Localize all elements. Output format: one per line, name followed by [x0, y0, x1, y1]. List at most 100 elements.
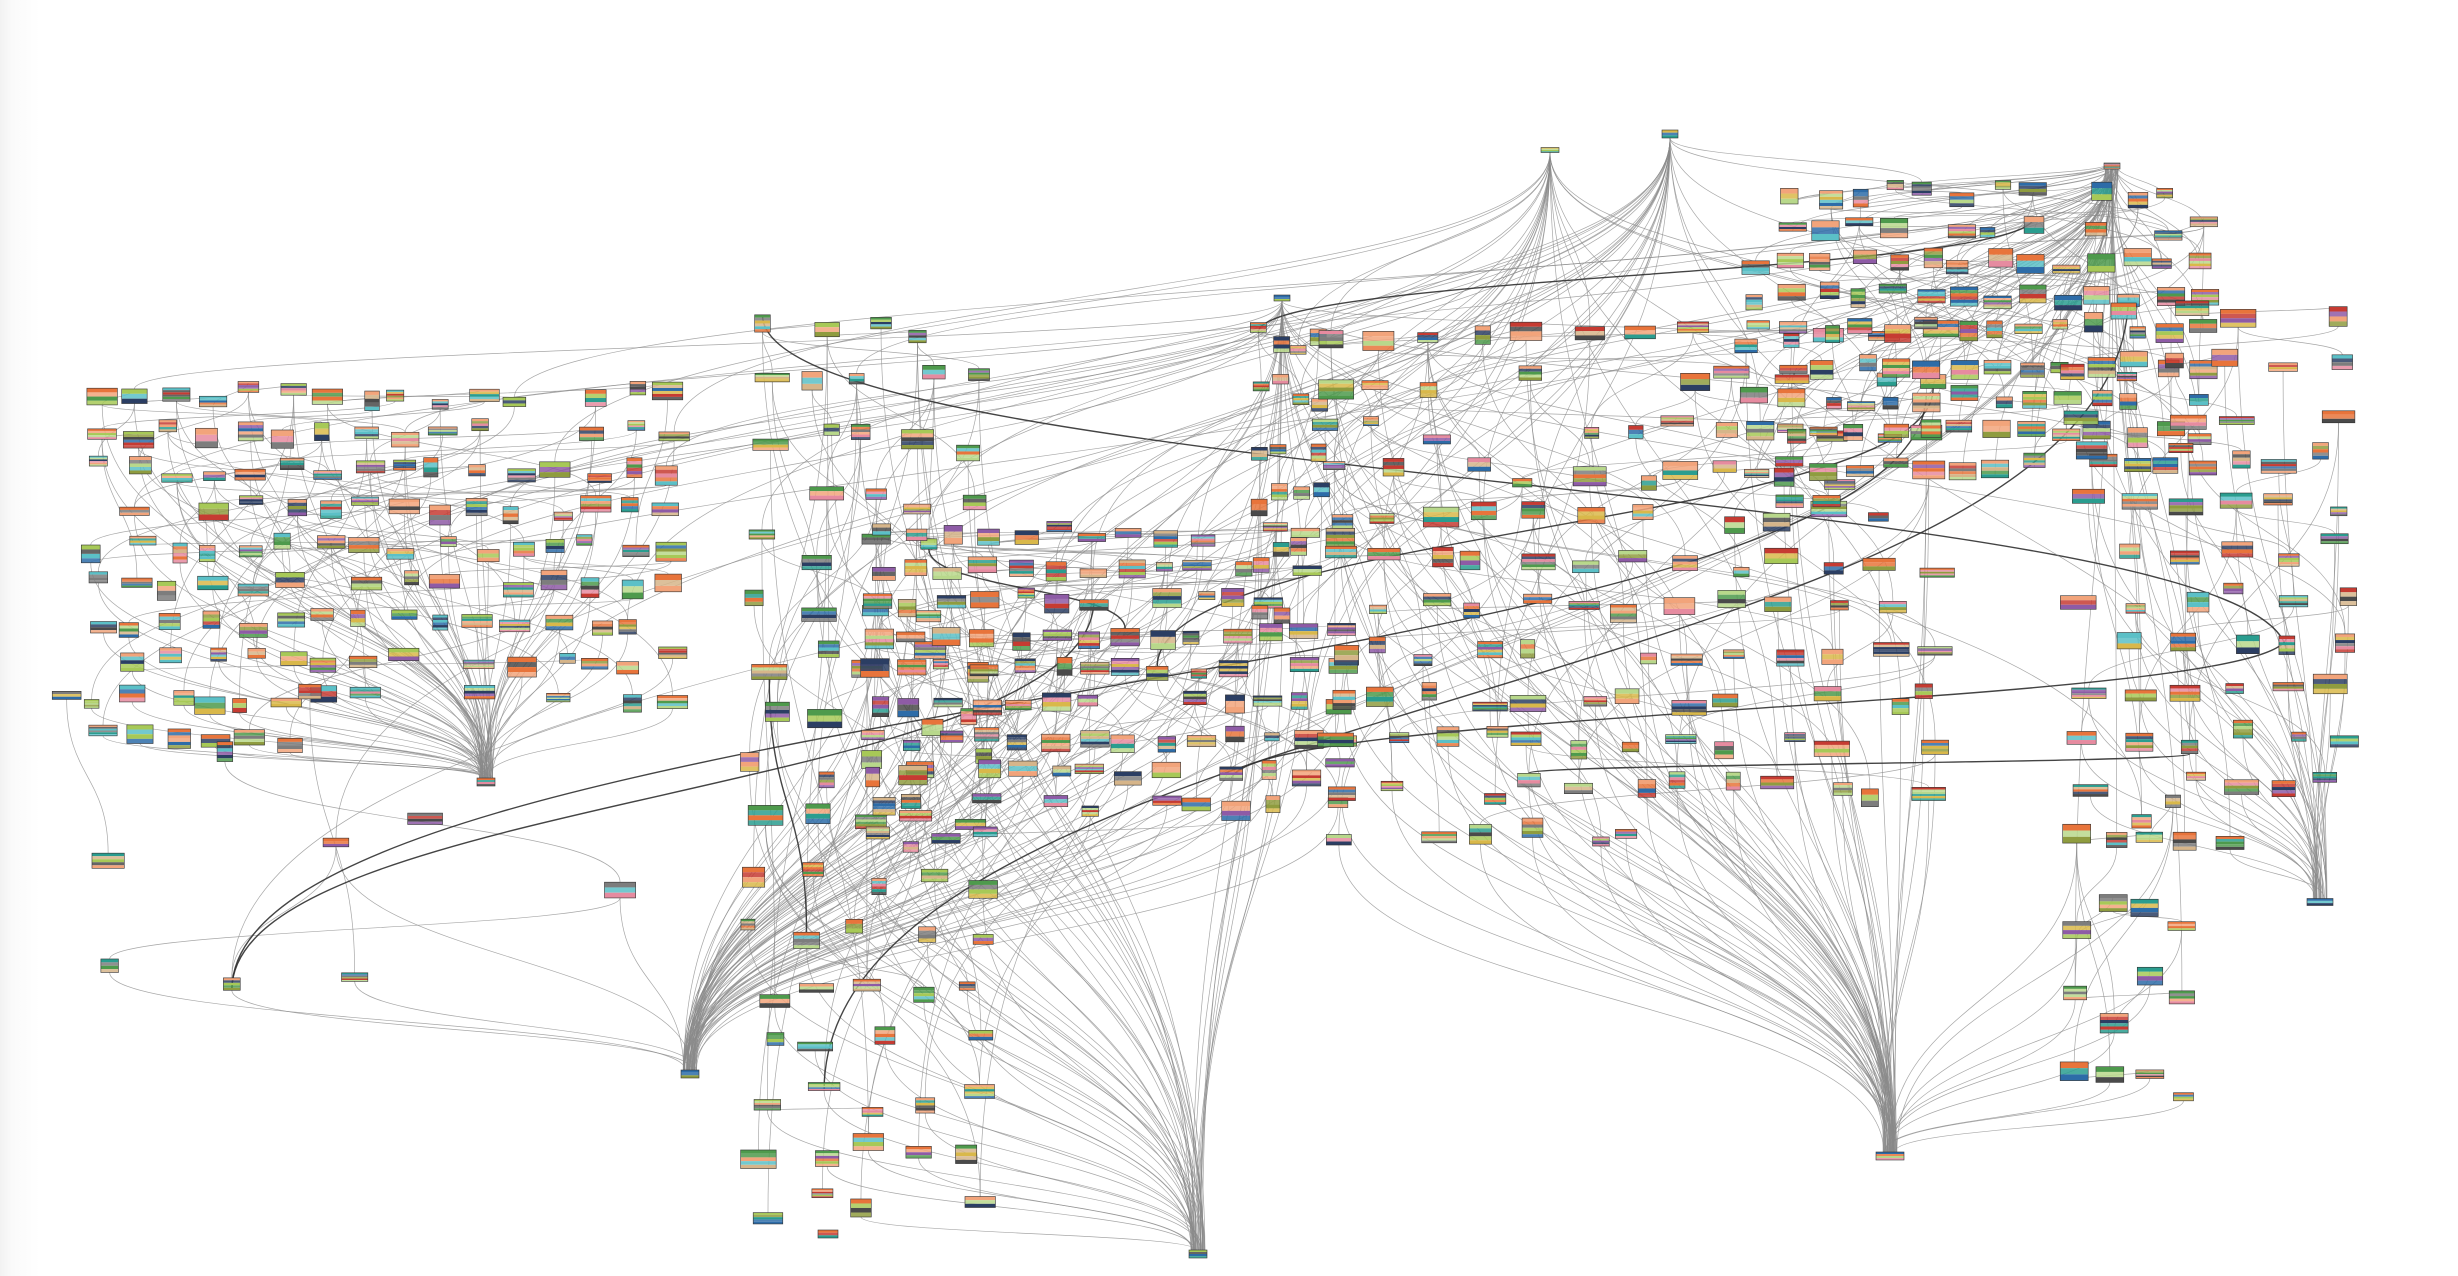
left-cluster-node[interactable]: [540, 569, 568, 591]
right-center-cluster-node[interactable]: [1914, 683, 1933, 699]
center-left-cluster-node[interactable]: [753, 1099, 781, 1111]
left-cluster-node[interactable]: [621, 579, 644, 600]
center-column-node[interactable]: [1269, 444, 1287, 455]
top-right-cluster-node[interactable]: [1884, 324, 1912, 343]
center-cluster-node[interactable]: [1012, 632, 1031, 651]
right-center-cluster-node[interactable]: [1879, 601, 1907, 614]
center-cluster-node[interactable]: [1056, 657, 1073, 676]
right-center-cluster-node[interactable]: [1774, 374, 1810, 384]
right-center-cluster-node[interactable]: [1861, 788, 1879, 807]
right-center-cluster-node[interactable]: [1467, 457, 1491, 472]
right-center-cluster-node[interactable]: [1363, 416, 1379, 426]
top-right-cluster-node[interactable]: [2019, 284, 2047, 304]
center-cluster-node[interactable]: [1080, 730, 1110, 748]
center-cluster-node[interactable]: [1327, 623, 1356, 636]
top-right-cluster-node[interactable]: [2189, 360, 2218, 380]
right-center-cluster-node[interactable]: [1382, 458, 1405, 477]
center-cluster-node[interactable]: [972, 826, 998, 838]
left-cluster-node[interactable]: [273, 532, 291, 550]
right-center-cluster-node[interactable]: [1830, 600, 1849, 611]
left-cluster-node[interactable]: [314, 422, 330, 441]
far-right-cluster-node[interactable]: [2211, 348, 2239, 367]
right-center-cluster-node[interactable]: [1917, 646, 1953, 656]
right-center-cluster-node[interactable]: [1632, 504, 1654, 520]
center-cluster-node[interactable]: [972, 699, 1002, 716]
center-cluster-node[interactable]: [1118, 559, 1146, 579]
left-cluster-node[interactable]: [429, 504, 451, 526]
left-cluster-node[interactable]: [545, 539, 565, 553]
center-left-cluster-node[interactable]: [801, 371, 823, 391]
left-cluster-node[interactable]: [354, 426, 379, 440]
center-left-cluster-node[interactable]: [962, 494, 987, 511]
top-right-cluster-node[interactable]: [1945, 260, 1969, 275]
left-cluster-node[interactable]: [195, 427, 218, 449]
left-cluster-node[interactable]: [88, 455, 108, 467]
left-cluster-node[interactable]: [581, 658, 609, 670]
right-center-cluster-node[interactable]: [1712, 693, 1739, 708]
center-cluster-node[interactable]: [872, 566, 896, 581]
top-right-cluster-node[interactable]: [1983, 295, 2012, 310]
left-cluster-node[interactable]: [431, 399, 449, 410]
left-cluster-node[interactable]: [471, 418, 489, 432]
top-right-cluster-node[interactable]: [1912, 360, 1941, 380]
center-cluster-node[interactable]: [940, 730, 964, 743]
top-right-cluster-node[interactable]: [2189, 394, 2209, 406]
center-left-cluster-node[interactable]: [865, 488, 887, 500]
top-right-cluster-node[interactable]: [2017, 421, 2046, 437]
center-left-cluster-node[interactable]: [793, 931, 820, 949]
top-right-cluster-node[interactable]: [1878, 283, 1907, 294]
right-center-cluster-node[interactable]: [1423, 593, 1452, 607]
left-cluster-node[interactable]: [156, 580, 177, 601]
center-cluster-node[interactable]: [1182, 559, 1212, 571]
center-cluster-node[interactable]: [1190, 534, 1216, 547]
right-center-cluster-node[interactable]: [1833, 782, 1853, 796]
center-cluster-node[interactable]: [1182, 630, 1200, 645]
left-cluster-node[interactable]: [658, 431, 690, 442]
left-cluster-node[interactable]: [126, 724, 154, 744]
left-cluster-node[interactable]: [119, 684, 146, 703]
center-cluster-node[interactable]: [1046, 521, 1072, 532]
center-cluster-node[interactable]: [1221, 588, 1245, 607]
right-center-cluster-node[interactable]: [1621, 741, 1640, 753]
left-cluster-node[interactable]: [539, 461, 571, 478]
top-right-cluster-node[interactable]: [2052, 428, 2081, 441]
center-cluster-node[interactable]: [1008, 760, 1038, 777]
left-cluster-node[interactable]: [545, 614, 574, 631]
left-cluster-node[interactable]: [513, 541, 535, 557]
right-center-cluster-node[interactable]: [1680, 373, 1711, 391]
right-center-cluster-node[interactable]: [1334, 645, 1359, 666]
far-right-cluster-node[interactable]: [2116, 372, 2138, 382]
center-left-cluster-node[interactable]: [798, 983, 834, 993]
top-right-cluster-node[interactable]: [1744, 468, 1770, 478]
top-right-cluster-node[interactable]: [2053, 391, 2082, 405]
center-left-cluster-node[interactable]: [852, 978, 881, 992]
right-center-cluster-node[interactable]: [1362, 331, 1395, 351]
left-cluster-node[interactable]: [350, 576, 383, 591]
center-left-cluster-node[interactable]: [807, 1082, 841, 1091]
top-right-cluster-node[interactable]: [2189, 216, 2218, 228]
top-right-cluster-node[interactable]: [2014, 323, 2043, 334]
left-cluster-node[interactable]: [348, 655, 378, 669]
far-right-cluster-node[interactable]: [2328, 306, 2348, 327]
left-cluster-node[interactable]: [658, 646, 688, 659]
center-cluster-node[interactable]: [1045, 561, 1067, 582]
left-cluster-node[interactable]: [388, 647, 420, 661]
center-cluster-node[interactable]: [1325, 758, 1355, 768]
left-cluster-node[interactable]: [507, 468, 536, 483]
far-right-cluster-node[interactable]: [2063, 410, 2099, 425]
left-cluster-node[interactable]: [277, 612, 306, 628]
left-cluster-node[interactable]: [393, 459, 417, 471]
center-cluster-node[interactable]: [1014, 658, 1036, 673]
lower-left-sink[interactable]: [680, 1069, 700, 1079]
top-right-cluster-node[interactable]: [1776, 252, 1804, 269]
center-left-cluster-node[interactable]: [744, 589, 764, 607]
top-right-cluster-node[interactable]: [2020, 362, 2045, 378]
center-left-cluster-node[interactable]: [958, 981, 976, 991]
right-center-cluster-node[interactable]: [1676, 321, 1709, 333]
center-left-cluster-node[interactable]: [752, 1212, 784, 1225]
left-cluster-node[interactable]: [88, 571, 108, 584]
left-cluster-node[interactable]: [317, 535, 346, 549]
right-center-cluster-node[interactable]: [1762, 512, 1791, 532]
top-right-cluster-node[interactable]: [2155, 323, 2184, 343]
center-left-cluster-node[interactable]: [766, 1032, 785, 1046]
